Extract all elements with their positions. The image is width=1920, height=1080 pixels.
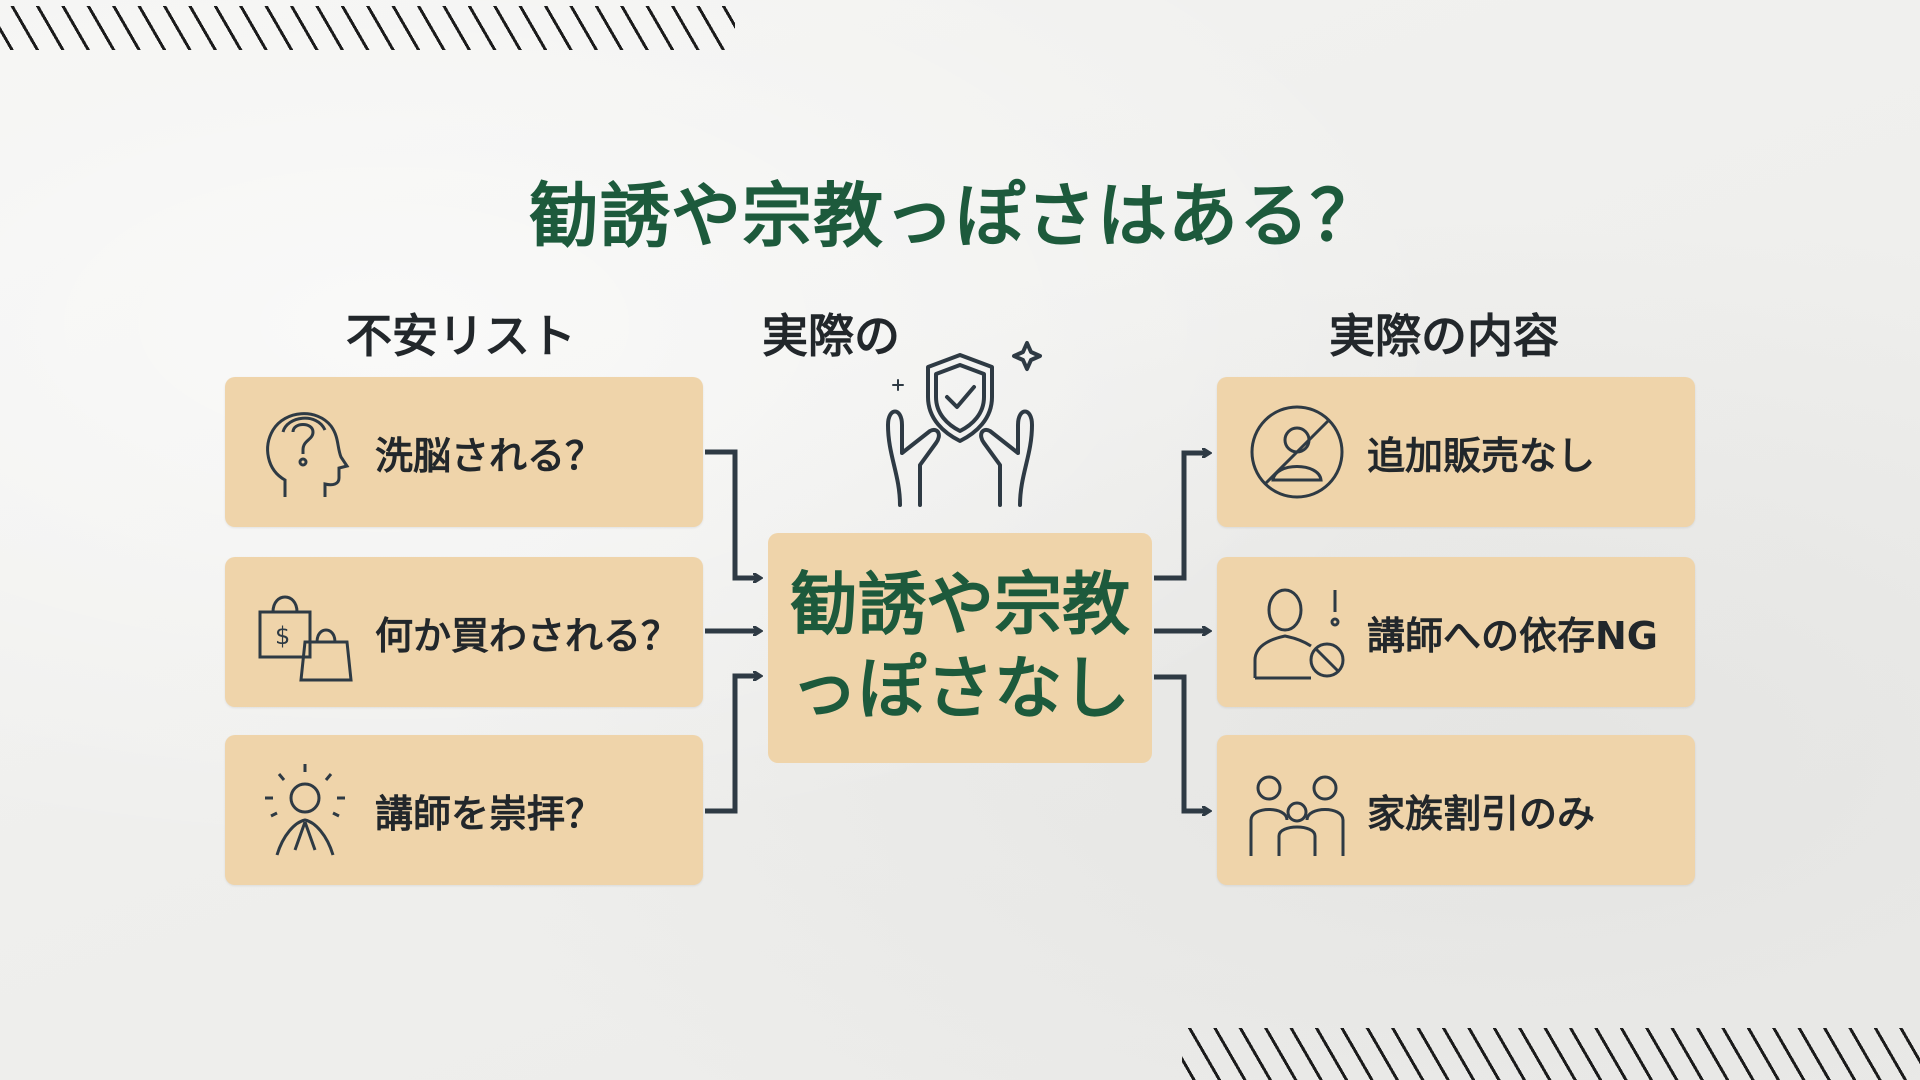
fact-label: 講師への依存NG	[1367, 613, 1658, 658]
shopping-bags-icon: $	[258, 595, 353, 682]
header-worries: 不安リスト	[346, 309, 576, 363]
hatch-decoration-bottom	[1182, 1028, 1920, 1080]
head-question-icon	[266, 412, 350, 497]
fact-item-no-dependence: 講師への依存NG	[1217, 557, 1695, 707]
arrow-fact-3	[1154, 674, 1209, 811]
fact-item-family-discount: 家族割引のみ	[1217, 735, 1695, 885]
family-icon	[1249, 775, 1345, 856]
conclusion-box: 勧誘や宗教 っぽさなし	[768, 533, 1152, 763]
worry-item-forced-purchase: $ 何か買わされる？	[225, 557, 703, 707]
worry-label: 講師を崇拝？	[375, 791, 604, 836]
praying-person-icon	[265, 764, 345, 856]
worry-label: 洗脳される？	[375, 433, 604, 478]
header-actual-content: 実際の内容	[1329, 309, 1559, 363]
svg-text:$: $	[275, 622, 290, 650]
page-title: 勧誘や宗教っぽさはある？	[529, 175, 1381, 257]
worry-item-worship-teacher: 講師を崇拝？	[225, 735, 703, 885]
shield-hands-icon	[886, 341, 1042, 507]
arrow-fact-1	[1154, 453, 1209, 581]
arrow-worry-1	[705, 449, 760, 578]
hatch-decoration-top	[0, 6, 735, 50]
worry-item-brainwash: 洗脳される？	[225, 377, 703, 527]
header-actual: 実際の	[762, 309, 900, 363]
conclusion-line-2: っぽさなし	[789, 650, 1130, 729]
worry-label: 何か買わされる？	[375, 613, 680, 658]
fact-label: 家族割引のみ	[1367, 791, 1596, 836]
arrow-worry-3	[705, 676, 760, 814]
person-prohibited-icon	[1253, 588, 1345, 680]
fact-item-no-upsell: 追加販売なし	[1217, 377, 1695, 527]
no-person-icon	[1250, 405, 1344, 499]
conclusion-line-1: 勧誘や宗教	[789, 566, 1130, 645]
fact-label: 追加販売なし	[1367, 433, 1596, 478]
